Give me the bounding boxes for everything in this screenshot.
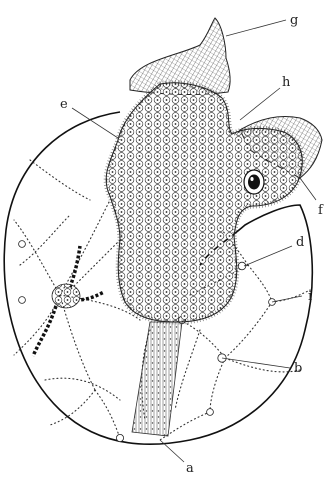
leader-f bbox=[300, 178, 316, 200]
leader-b bbox=[222, 358, 290, 368]
label-f: f bbox=[318, 203, 324, 218]
leader-g bbox=[226, 20, 286, 36]
leader-h bbox=[240, 88, 280, 120]
cell-cluster-left bbox=[52, 284, 80, 308]
leader-i bbox=[272, 296, 302, 302]
label-d: d bbox=[296, 235, 304, 250]
label-h: h bbox=[282, 75, 291, 90]
stalk bbox=[132, 322, 182, 436]
label-b: b bbox=[294, 361, 302, 376]
leader-d bbox=[244, 246, 292, 266]
label-i: i bbox=[308, 289, 312, 304]
label-a: a bbox=[186, 461, 194, 476]
eye-spot bbox=[244, 170, 264, 194]
label-e: e bbox=[60, 97, 68, 112]
label-g: g bbox=[290, 13, 298, 28]
leader-e bbox=[72, 108, 118, 138]
